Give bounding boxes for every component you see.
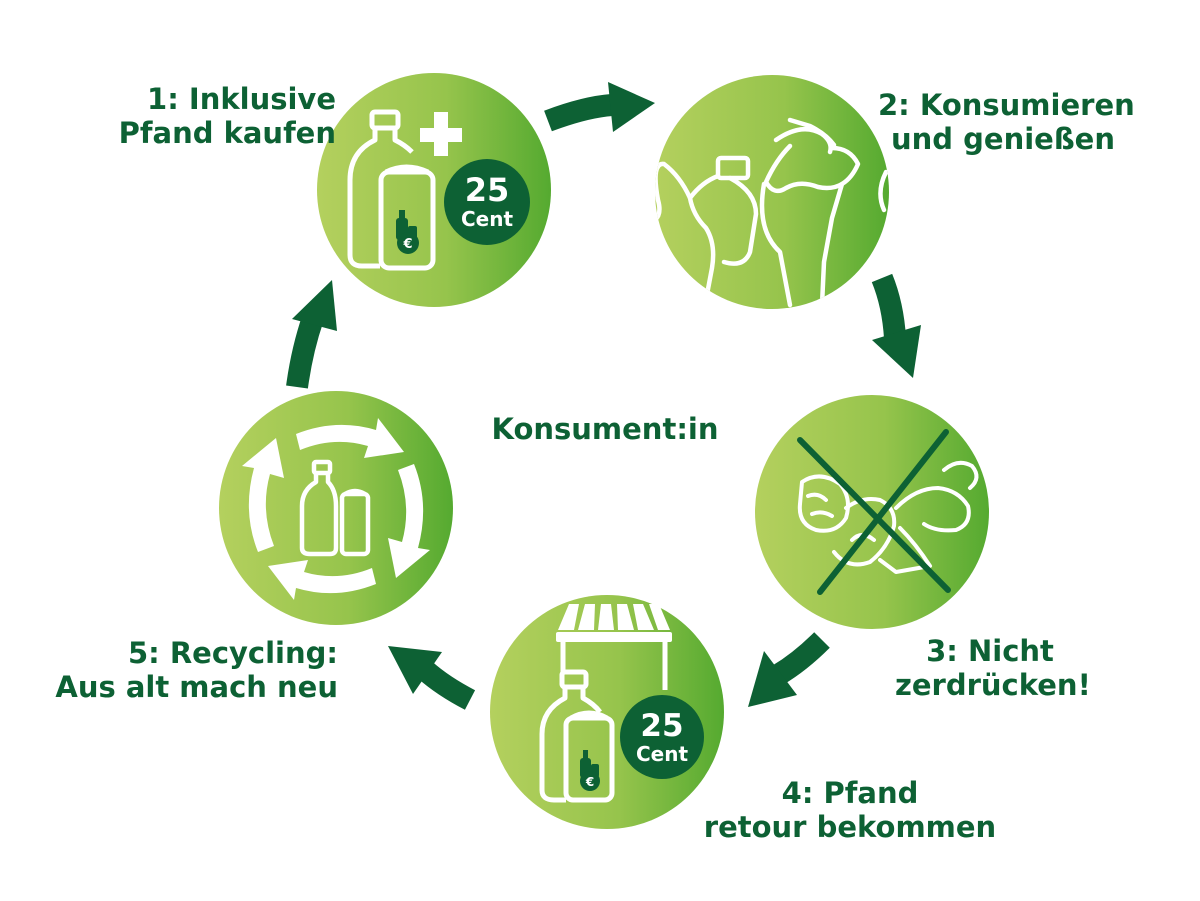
deposit-badge-4: 25 Cent (620, 695, 704, 779)
step-2-label: 2: Konsumieren und genießen (878, 88, 1135, 156)
badge-amount: 25 (465, 171, 510, 209)
step-2-line-2: und genießen (891, 122, 1115, 156)
deposit-badge-1: 25 Cent (444, 159, 530, 245)
step-3-circle (755, 395, 989, 629)
badge-unit: Cent (461, 207, 513, 231)
step-4-label: 4: Pfand retour bekommen (702, 776, 998, 844)
step-5-label: 5: Recycling: Aus alt mach neu (52, 636, 338, 704)
arrow-1-to-2 (544, 82, 655, 132)
step-4-line-1: 4: Pfand (781, 776, 919, 810)
step-3-line-1: 3: Nicht (926, 634, 1054, 668)
step-1-line-2: Pfand kaufen (118, 116, 336, 150)
step-1-line-1: 1: Inklusive (147, 82, 336, 116)
center-label: Konsument:in (491, 412, 719, 446)
shop-awning-icon (556, 604, 672, 642)
recycling-arrows-icon (242, 418, 430, 600)
badge-amount: 25 (640, 708, 683, 744)
arrow-5-to-1 (286, 280, 337, 389)
arrow-2-to-3 (871, 273, 921, 378)
step-5-line-1: 5: Recycling: (127, 636, 338, 670)
euro-return-icon: € (580, 750, 600, 791)
step-5-circle (219, 391, 453, 625)
svg-text:€: € (402, 237, 412, 252)
step-1-label: 1: Inklusive Pfand kaufen (100, 82, 336, 150)
arrow-4-to-5 (388, 646, 476, 710)
people-drinking-icon (655, 117, 889, 308)
step-2-line-1: 2: Konsumieren (878, 88, 1135, 122)
step-3-label: 3: Nicht zerdrücken! (895, 634, 1091, 702)
step-3-line-2: zerdrücken! (895, 668, 1091, 702)
step-2-circle (655, 75, 889, 309)
step-5-line-2: Aus alt mach neu (55, 670, 338, 704)
badge-unit: Cent (636, 742, 688, 766)
step-4-line-2: retour bekommen (703, 810, 997, 844)
step-1-circle: € 25 Cent (317, 73, 551, 307)
step-4-circle: € 25 Cent (490, 595, 724, 829)
crushed-bottles-crossed-icon (797, 460, 979, 574)
cross-icon (797, 429, 951, 595)
bottle-can-plus-icon (347, 109, 462, 271)
svg-text:€: € (585, 775, 594, 789)
euro-return-icon: € (396, 210, 419, 254)
arrow-3-to-4 (748, 632, 830, 707)
shop-return-icon: € (539, 604, 672, 803)
bottle-can-icon (299, 459, 371, 557)
